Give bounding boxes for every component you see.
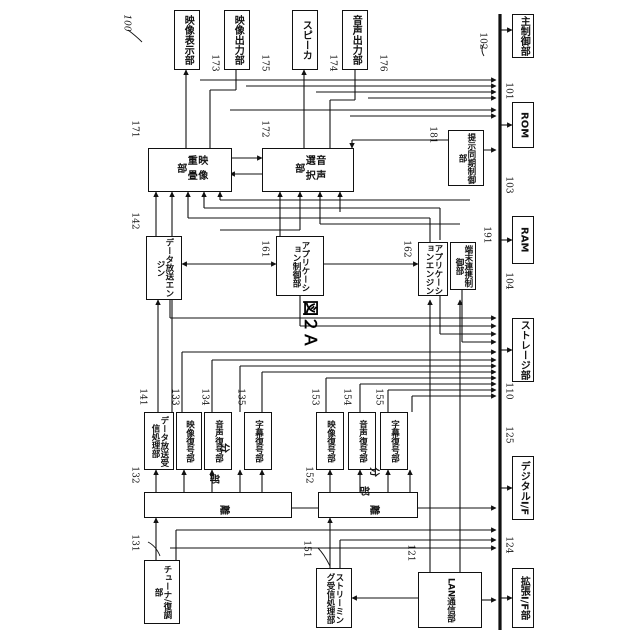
video-overlay-block: 映像重畳部 [148,148,232,192]
ref-data-recv: 141 [138,388,148,405]
ref-video-overlay: 171 [130,120,140,137]
ref-streaming: 151 [302,540,312,557]
tuner-block: チューナ/復調部 [144,560,180,624]
ref-video-out: 175 [260,54,270,71]
audio-output-block: 音声出力部 [342,10,368,70]
tuner-label: チューナ/復調部 [145,561,179,623]
video-output-block: 映像出力部 [224,10,250,70]
ref-storage: 110 [504,382,514,399]
video-display-block: 映像表示部 [174,10,200,70]
ref-bus: 102 [478,32,488,49]
speaker-label: スピーカ [293,11,317,69]
ref-app-ctrl: 161 [260,240,270,257]
terminal-control-block: 端末連携制御部 [450,242,476,290]
sync-control-label: 提示同期制御部 [449,131,483,185]
ref-audio-select: 172 [260,120,270,137]
app-control-block: アプリケーション制御部 [276,236,324,296]
digital-if-block: デジタルI/F [512,456,534,520]
data-broadcast-recv-block: データ放送受信処理部 [144,412,174,470]
ref-terminal-ctrl: 191 [482,226,492,243]
ref-adec2: 154 [342,388,352,405]
ref-vdec1: 133 [170,388,180,405]
ref-video-disp: 173 [210,54,220,71]
ref-sdec2: 155 [374,388,384,405]
data-broadcast-recv-label: データ放送受信処理部 [145,413,173,469]
ref-sep2: 152 [304,466,314,483]
terminal-control-label: 端末連携制御部 [451,243,475,289]
subtitle-decoder-1-label: 字幕復号部 [245,413,271,469]
video-decoder-1-block: 映像復号部 [176,412,202,470]
storage-label: ストレージ部 [513,319,533,381]
video-decoder-2-block: 映像復号部 [316,412,344,470]
device-ref: 100 [122,14,132,31]
ext-if-label: 拡張I/F部 [513,569,533,627]
separator-2-label: 分離部 [356,456,380,554]
rom-label: ROM [513,103,533,147]
ref-ext-if: 124 [504,536,514,553]
ref-adec1: 134 [200,388,210,405]
audio-output-label: 音声出力部 [343,11,367,69]
ref-digital-if: 125 [504,426,514,443]
ref-tuner: 131 [130,534,140,551]
separator-1-block: 分離部 [144,492,292,518]
subtitle-decoder-2-label: 字幕復号部 [381,413,407,469]
main-control-block: 主制御部 [512,14,534,58]
ram-label: RAM [513,217,533,263]
separator-1-label: 分離部 [206,432,230,578]
main-control-label: 主制御部 [513,15,533,57]
ref-sep1: 132 [130,466,140,483]
ref-rom: 103 [504,176,514,193]
audio-select-block: 音声選択部 [262,148,354,192]
subtitle-decoder-2-block: 字幕復号部 [380,412,408,470]
storage-block: ストレージ部 [512,318,534,382]
audio-select-label: 音声選択部 [263,149,353,191]
video-decoder-1-label: 映像復号部 [177,413,201,469]
video-overlay-label: 映像重畳部 [149,149,231,191]
speaker-block: スピーカ [292,10,318,70]
video-display-label: 映像表示部 [175,11,199,69]
figure-caption: 図２Ａ [300,300,324,348]
data-broadcast-engine-block: データ放送エンジン [146,236,182,300]
ref-sdec1: 135 [236,388,246,405]
subtitle-decoder-1-block: 字幕復号部 [244,412,272,470]
ref-data-engine: 142 [130,212,140,229]
ext-if-block: 拡張I/F部 [512,568,534,628]
ram-block: RAM [512,216,534,264]
lan-label: LAN通信部 [419,573,481,627]
lan-block: LAN通信部 [418,572,482,628]
streaming-block: ストリーミング受信処理部 [316,568,352,628]
ref-audio-out: 176 [378,54,388,71]
video-output-label: 映像出力部 [225,11,249,69]
ref-main-ctrl: 101 [504,82,514,99]
ref-lan: 121 [406,544,416,561]
app-engine-label: アプリケーションエンジン [419,243,447,295]
rom-block: ROM [512,102,534,148]
app-control-label: アプリケーション制御部 [277,237,323,295]
sync-control-block: 提示同期制御部 [448,130,484,186]
ref-sync-ctrl: 181 [428,126,438,143]
ref-speaker: 174 [328,54,338,71]
video-decoder-2-label: 映像復号部 [317,413,343,469]
digital-if-label: デジタルI/F [513,457,533,519]
app-engine-block: アプリケーションエンジン [418,242,448,296]
ref-ram: 104 [504,272,514,289]
ref-vdec2: 153 [310,388,320,405]
ref-app-engine: 162 [402,240,412,257]
data-broadcast-engine-label: データ放送エンジン [147,237,181,299]
streaming-label: ストリーミング受信処理部 [317,569,351,627]
separator-2-block: 分離部 [318,492,418,518]
